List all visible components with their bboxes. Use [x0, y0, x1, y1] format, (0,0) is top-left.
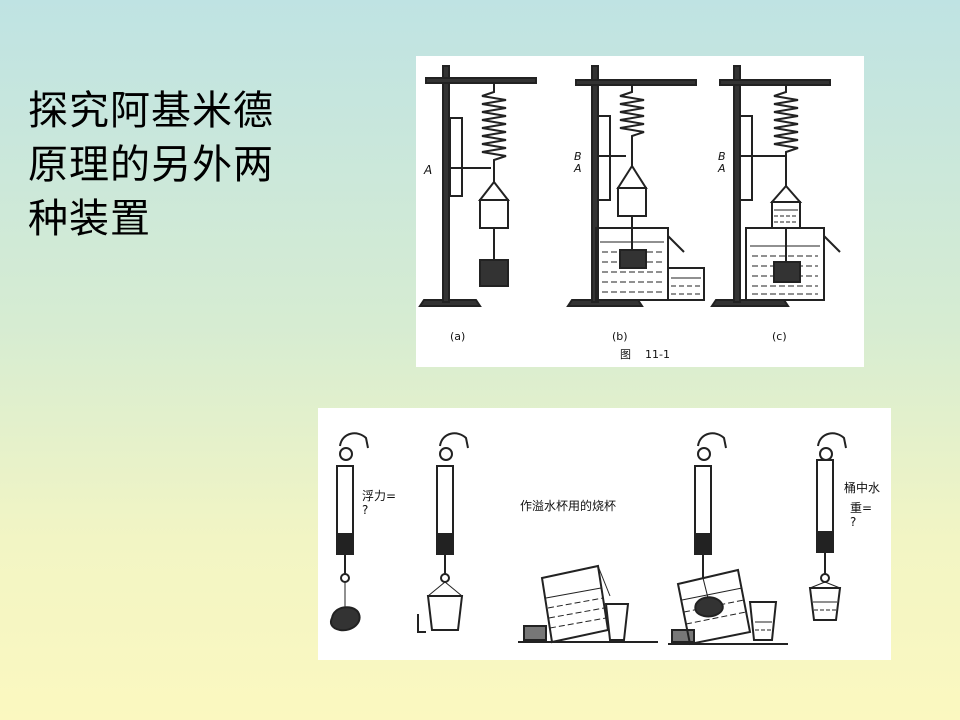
stone-4	[694, 596, 724, 618]
spring-apparatus-drawing: A B A B A (a) (b) (c) 图 11-1	[418, 65, 841, 361]
hand-2	[439, 432, 469, 449]
scale-ring-1	[339, 447, 353, 461]
tilted-beaker-scene	[518, 564, 658, 644]
bucket-water-5	[813, 601, 837, 611]
overflow-can-b	[595, 227, 669, 301]
figure-spring-apparatus: A B A B A (a) (b) (c) 图 11-1	[416, 56, 864, 367]
title-line-2: 原理的另外两	[28, 142, 274, 188]
hand-1	[339, 432, 369, 449]
figure-spring-scale-steps: 浮力= ? 作溢水杯用的烧杯 桶中水 重= ?	[318, 408, 891, 660]
catch-bucket-b	[667, 267, 705, 301]
hook-a	[477, 180, 511, 201]
spring-scale-drawing: 浮力= ? 作溢水杯用的烧杯 桶中水 重= ?	[330, 432, 880, 646]
hand-5	[817, 432, 847, 449]
stone-1	[330, 606, 361, 632]
overflow-can-c	[745, 227, 825, 301]
hook-ring-1	[340, 573, 350, 583]
scale-ring-4	[697, 447, 711, 461]
hook-b	[616, 164, 648, 189]
scale-ruler-b	[597, 115, 611, 201]
slide-title: 探究阿基米德 原理的另外两 种装置	[28, 84, 328, 246]
metal-block-c	[773, 261, 801, 283]
sub-caption-b: (b)	[612, 330, 628, 343]
spring-scale-5	[808, 432, 847, 621]
stand-pole-a	[442, 65, 450, 303]
spout-3	[597, 565, 611, 597]
small-bucket-a	[479, 199, 509, 229]
figure-caption: 图 11-1	[620, 348, 670, 361]
scale-ring-2	[439, 447, 453, 461]
buoyancy-label-line-1: 浮力=	[362, 489, 396, 503]
bucket-handle-5b	[824, 581, 841, 589]
sub-caption-a: (a)	[450, 330, 465, 343]
scale-bottom-5	[816, 531, 834, 553]
label-c-B: B	[718, 150, 726, 163]
empty-bucket-2	[426, 595, 464, 631]
scale-bottom-1	[336, 533, 354, 555]
stand-arm-b	[575, 79, 697, 86]
water-bucket-5	[808, 587, 842, 621]
catch-water-4	[755, 621, 772, 631]
stand-arm-c	[719, 79, 831, 86]
beaker-water-3	[545, 587, 607, 629]
apparatus-b	[566, 65, 705, 307]
overflow-beaker-3	[540, 564, 610, 644]
metal-block-b	[619, 249, 647, 269]
catch-bucket-3	[604, 603, 630, 641]
string-4	[702, 577, 709, 599]
label-a-A: A	[423, 163, 432, 177]
buoyancy-label-line-2: ?	[362, 503, 368, 517]
stand-arm-a	[425, 77, 537, 84]
small-bucket-c	[771, 201, 801, 229]
bucket-water-c	[774, 209, 798, 223]
hook-ring-5	[820, 573, 830, 583]
catch-water-b	[671, 277, 701, 295]
scale-ruler-a	[449, 117, 463, 197]
hook-c	[769, 184, 803, 203]
spout-c	[823, 235, 841, 253]
sub-caption-c: (c)	[772, 330, 787, 343]
metal-block-a	[479, 259, 509, 287]
spring-c	[773, 85, 799, 186]
scale-ruler-c	[739, 115, 753, 201]
spring-a	[481, 83, 507, 182]
label-b-A: A	[573, 162, 582, 175]
apparatus-c	[710, 65, 841, 307]
scale-bottom-2	[436, 533, 454, 555]
spout-b	[667, 235, 685, 253]
apparatus-a	[418, 65, 537, 307]
water-weight-label-line-2: 重=	[850, 501, 872, 515]
scale-ring-5	[819, 447, 833, 461]
spring-b	[619, 85, 645, 166]
hook-ring-2	[440, 573, 450, 583]
bracket-2	[417, 614, 426, 633]
bucket-handle-2b	[444, 581, 463, 597]
spring-scale-2	[417, 432, 469, 633]
title-line-1: 探究阿基米德	[28, 88, 274, 134]
spring-scale-4	[668, 432, 788, 646]
label-b-B: B	[574, 150, 582, 163]
wedge-block-3	[523, 625, 547, 641]
bucket-handle-5a	[809, 581, 826, 589]
scale-bottom-4	[694, 533, 712, 555]
spring-scale-1	[330, 432, 369, 632]
hand-4	[697, 432, 727, 449]
beaker-label: 作溢水杯用的烧杯	[520, 498, 616, 513]
catch-bucket-4	[748, 601, 778, 641]
wedge-block-4	[671, 629, 695, 643]
title-line-3: 种装置	[28, 196, 151, 242]
water-weight-label-line-3: ?	[850, 515, 856, 529]
small-bucket-b	[617, 187, 647, 217]
water-weight-label-line-1: 桶中水	[844, 480, 880, 495]
label-c-A: A	[717, 162, 726, 175]
bucket-handle-2a	[427, 581, 446, 597]
